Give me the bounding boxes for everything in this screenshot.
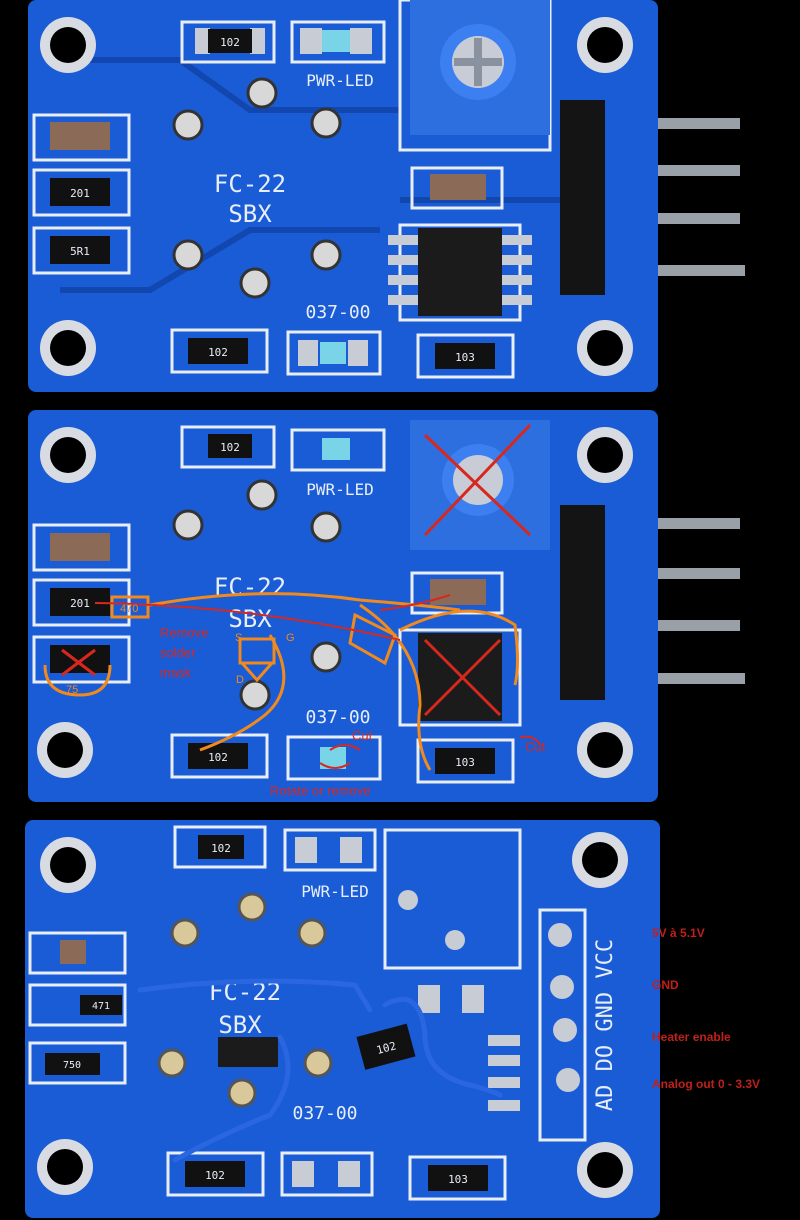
rotate-label: Rotate or remove xyxy=(270,783,370,798)
resistor-label: 201 xyxy=(70,187,90,200)
board-finished: AD DO GND VCC 102 PWR-LED 471 750 FC-22 … xyxy=(0,815,800,1220)
potentiometer-pads xyxy=(383,828,522,970)
capacitor xyxy=(410,166,504,210)
resistor-103: 103 xyxy=(416,738,515,784)
potentiometer xyxy=(410,420,550,550)
sbx-label: SBX xyxy=(228,200,272,228)
resistor-left-2: 201 xyxy=(32,578,131,627)
resistor-471: 471 xyxy=(28,983,127,1027)
op-amp-ic xyxy=(398,628,522,727)
resistor-103: 103 xyxy=(408,1155,507,1201)
resistor-102-bottom: 102 xyxy=(166,1151,265,1197)
resistor-102-tilted: 102 xyxy=(356,1023,416,1070)
new-resistor-75: 75 xyxy=(66,684,78,696)
pin-ad-description: Analog out 0 - 3.3V xyxy=(652,1077,760,1091)
pin-header-pads: AD DO GND VCC xyxy=(538,908,618,1142)
resistor-label: 103 xyxy=(455,756,475,769)
resistor-label: 103 xyxy=(455,351,475,364)
resistor-102-top: 102 xyxy=(180,425,276,469)
mosfet-pin-d: D xyxy=(236,674,244,686)
resistor-102-bottom: 102 xyxy=(170,733,269,779)
capacitor xyxy=(28,931,127,975)
sbx-label: SBX xyxy=(218,1011,262,1039)
sbx-label: SBX xyxy=(228,605,272,633)
pwr-led-label: PWR-LED xyxy=(306,480,373,499)
resistor-label: 103 xyxy=(448,1173,468,1186)
resistor-left-1 xyxy=(32,113,131,162)
signal-led xyxy=(286,330,382,376)
ic-pads xyxy=(418,985,520,1111)
cross-mark xyxy=(423,423,532,537)
sensor-pins xyxy=(172,479,342,711)
new-resistor-470: 470 xyxy=(120,603,138,615)
code-label: 037-00 xyxy=(305,707,370,728)
jumper-wires xyxy=(137,978,503,1163)
pwr-led: PWR-LED xyxy=(290,428,386,499)
board-modified-plan: 102 PWR-LED 201 FC-22 SBX 037-00 102 xyxy=(0,405,800,805)
header-pins xyxy=(600,518,745,684)
pwr-led-label: PWR-LED xyxy=(301,882,368,901)
header-pins xyxy=(600,118,745,276)
pwr-led: PWR-LED xyxy=(290,20,386,90)
board-original: 102 PWR-LED 201 5R1 FC-22 SBX 037-00 xyxy=(0,0,800,400)
code-label: 037-00 xyxy=(305,302,370,323)
cross-mark xyxy=(423,638,502,717)
mosfet-pin-g: G xyxy=(286,632,295,644)
resistor-102-top: 102 xyxy=(180,20,276,64)
mounting-holes xyxy=(40,17,633,376)
signal-led-pads xyxy=(280,1151,374,1197)
resistor-label: 102 xyxy=(375,1039,398,1057)
resistor-label: 471 xyxy=(92,1001,110,1012)
resistor-102-bottom: 102 xyxy=(170,328,269,374)
red-annotation-lines xyxy=(94,594,541,769)
pin-do-description: Heater enable xyxy=(652,1030,731,1044)
cut-label-2: Cut xyxy=(525,739,546,754)
resistor-left-3: 5R1 xyxy=(32,226,131,275)
code-label: 037-00 xyxy=(292,1103,357,1124)
mounting-holes xyxy=(37,832,633,1198)
resistor-label: 750 xyxy=(63,1060,81,1071)
potentiometer xyxy=(398,0,552,152)
resistor-label: 201 xyxy=(70,597,90,610)
pin-vcc-description: 5V à 5.1V xyxy=(652,926,705,940)
resistor-label: 102 xyxy=(220,36,240,49)
sensor-pins xyxy=(157,892,333,1108)
resistor-left-3 xyxy=(32,635,131,684)
resistor-left-1 xyxy=(32,523,131,572)
resistor-label: 102 xyxy=(205,1169,225,1182)
resistor-label: 102 xyxy=(220,441,240,454)
remove-mask-line2: solder xyxy=(160,645,196,660)
resistor-label: 102 xyxy=(211,842,231,855)
resistor-left-2: 201 xyxy=(32,168,131,217)
remove-mask-line1: Remove xyxy=(160,625,208,640)
mosfet-pin-s: S xyxy=(235,632,242,644)
pin-header xyxy=(560,100,605,295)
resistor-102-top: 102 xyxy=(173,825,267,869)
resistor-750: 750 xyxy=(28,1041,127,1085)
cut-label-1: Cut xyxy=(352,728,373,743)
mounting-holes xyxy=(37,427,633,778)
pin-gnd-description: GND xyxy=(652,978,679,992)
mosfet xyxy=(218,1037,278,1067)
cross-mark xyxy=(61,648,96,677)
resistor-103: 103 xyxy=(416,333,515,379)
remove-mask-line3: mask xyxy=(160,665,192,680)
model-label: FC-22 xyxy=(214,170,286,198)
orange-wiring-annotations xyxy=(43,592,519,771)
resistor-label: 102 xyxy=(208,346,228,359)
pin-header-label: AD DO GND VCC xyxy=(593,939,618,1111)
sensor-pins xyxy=(172,77,342,299)
resistor-label: 5R1 xyxy=(70,245,90,258)
resistor-label: 102 xyxy=(208,751,228,764)
op-amp-ic xyxy=(388,223,532,322)
signal-led xyxy=(286,735,382,781)
pwr-led-pads: PWR-LED xyxy=(283,828,377,901)
pwr-led-label: PWR-LED xyxy=(306,71,373,90)
pin-header xyxy=(560,505,605,700)
